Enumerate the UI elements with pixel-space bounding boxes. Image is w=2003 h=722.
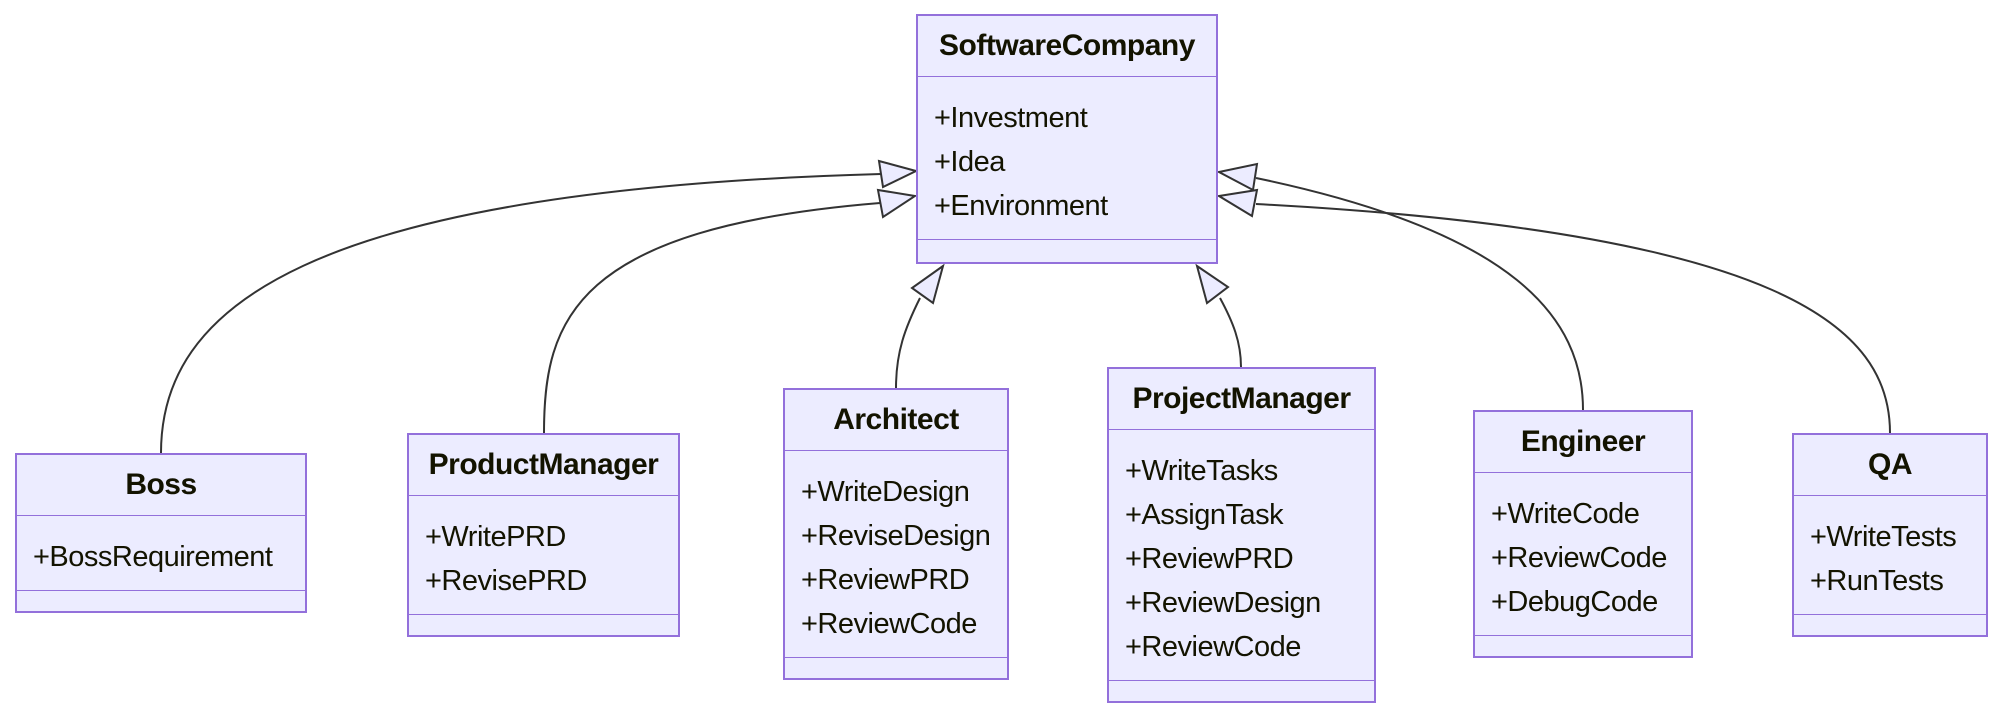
class-members: +BossRequirement bbox=[17, 515, 305, 590]
class-member: +ReviewCode bbox=[801, 607, 977, 640]
inheritance-arrowhead-productmanager bbox=[876, 188, 918, 219]
class-member: +WriteTasks bbox=[1125, 454, 1278, 487]
class-member: +RevisePRD bbox=[425, 564, 587, 597]
class-member: +WriteDesign bbox=[801, 475, 970, 508]
class-member: +WritePRD bbox=[425, 520, 566, 553]
class-box-softwarecompany: SoftwareCompany +Investment +Idea +Envir… bbox=[916, 14, 1218, 264]
edge-qa-softwarecompany bbox=[1255, 203, 1891, 434]
class-member: +ReviewCode bbox=[1491, 541, 1667, 574]
class-title: Architect bbox=[833, 403, 959, 436]
class-members: +WriteTests +RunTests bbox=[1794, 495, 1986, 614]
class-methods-section bbox=[17, 590, 305, 611]
class-member: +ReviewPRD bbox=[801, 563, 970, 596]
class-methods-section bbox=[1794, 614, 1986, 635]
class-member: +AssignTask bbox=[1125, 498, 1284, 531]
class-title: QA bbox=[1868, 448, 1913, 481]
inheritance-arrowhead-boss bbox=[877, 159, 919, 189]
inheritance-arrowhead-qa bbox=[1216, 188, 1259, 218]
class-title: Boss bbox=[125, 468, 197, 501]
class-member: +RunTests bbox=[1810, 564, 1944, 597]
class-members: +WriteTasks +AssignTask +ReviewPRD +Revi… bbox=[1109, 429, 1374, 680]
edge-productmanager-softwarecompany bbox=[543, 202, 881, 434]
class-methods-section bbox=[409, 614, 678, 635]
class-box-projectmanager: ProjectManager +WriteTasks +AssignTask +… bbox=[1107, 367, 1376, 703]
class-member: +WriteTests bbox=[1810, 520, 1957, 553]
edge-architect-softwarecompany bbox=[895, 297, 921, 389]
class-member: +BossRequirement bbox=[33, 540, 273, 573]
class-methods-section bbox=[1475, 635, 1691, 656]
class-title: SoftwareCompany bbox=[939, 29, 1195, 62]
class-members: +WriteDesign +ReviseDesign +ReviewPRD +R… bbox=[785, 450, 1007, 657]
edge-projectmanager-softwarecompany bbox=[1219, 297, 1242, 368]
class-title: ProductManager bbox=[428, 448, 659, 481]
class-methods-section bbox=[1109, 680, 1374, 701]
class-box-architect: Architect +WriteDesign +ReviseDesign +Re… bbox=[783, 388, 1009, 680]
class-member: +ReviseDesign bbox=[801, 519, 991, 552]
edge-engineer-softwarecompany bbox=[1255, 177, 1584, 411]
class-box-boss: Boss +BossRequirement bbox=[15, 453, 307, 613]
class-member: +ReviewPRD bbox=[1125, 542, 1294, 575]
class-methods-section bbox=[918, 239, 1216, 262]
class-member: +WriteCode bbox=[1491, 497, 1640, 530]
class-member: +Environment bbox=[934, 189, 1108, 222]
class-box-qa: QA +WriteTests +RunTests bbox=[1792, 433, 1988, 637]
class-members: +WriteCode +ReviewCode +DebugCode bbox=[1475, 472, 1691, 635]
class-title: ProjectManager bbox=[1132, 382, 1351, 415]
class-member: +Investment bbox=[934, 101, 1088, 134]
class-member: +Idea bbox=[934, 145, 1005, 178]
edge-boss-softwarecompany bbox=[160, 173, 882, 454]
inheritance-arrowhead-engineer bbox=[1216, 162, 1259, 192]
inheritance-arrowhead-architect bbox=[910, 263, 945, 305]
class-box-engineer: Engineer +WriteCode +ReviewCode +DebugCo… bbox=[1473, 410, 1693, 658]
class-box-productmanager: ProductManager +WritePRD +RevisePRD bbox=[407, 433, 680, 637]
inheritance-arrowhead-projectmanager bbox=[1195, 263, 1230, 305]
class-member: +ReviewDesign bbox=[1125, 586, 1321, 619]
class-members: +WritePRD +RevisePRD bbox=[409, 495, 678, 614]
class-member: +ReviewCode bbox=[1125, 630, 1301, 663]
class-member: +DebugCode bbox=[1491, 585, 1658, 618]
class-methods-section bbox=[785, 657, 1007, 678]
class-title: Engineer bbox=[1520, 425, 1646, 458]
class-members: +Investment +Idea +Environment bbox=[918, 76, 1216, 239]
